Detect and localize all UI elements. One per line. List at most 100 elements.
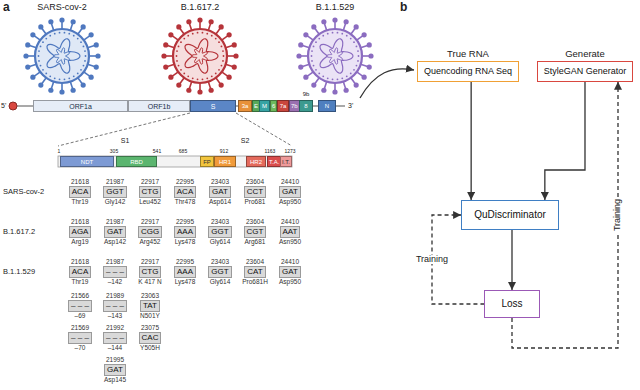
- codon-text: ACA: [174, 186, 196, 198]
- codon-box: 23403GATAsp614: [209, 178, 231, 206]
- membrane-protein: [206, 33, 208, 35]
- process-box: QuDiscriminator: [461, 200, 559, 230]
- codon-box: 21566– – ––69: [68, 292, 92, 320]
- codon-box: 21618ACAThr19: [69, 258, 91, 286]
- segment-label: FP: [203, 159, 211, 165]
- membrane-protein: [73, 35, 75, 37]
- amino-acid: Asp950: [279, 198, 301, 206]
- membrane-protein: [221, 46, 223, 48]
- amino-acid: –144: [108, 344, 122, 352]
- position-number: 21987: [106, 258, 124, 266]
- position-number: 24410: [281, 218, 299, 226]
- part-label: S2: [241, 137, 250, 145]
- membrane-protein: [38, 50, 40, 52]
- membrane-protein: [180, 41, 182, 43]
- membrane-protein: [183, 38, 185, 40]
- position-number: 23604: [246, 258, 264, 266]
- spike-head: [209, 19, 214, 24]
- amino-acid: Y505H: [140, 344, 160, 352]
- membrane-protein: [211, 35, 213, 37]
- spike-head: [197, 89, 202, 94]
- spike-head: [186, 88, 191, 93]
- membrane-protein: [341, 33, 343, 35]
- spike-head: [30, 75, 35, 80]
- membrane-protein: [176, 55, 178, 57]
- spike-head: [48, 88, 53, 93]
- amino-acid: Asp145: [104, 376, 126, 384]
- spike-head: [48, 19, 53, 24]
- zoom-line: [58, 113, 190, 146]
- membrane-protein: [332, 32, 334, 34]
- residue-number: 685: [179, 149, 187, 155]
- spike-domain: HR2: [246, 156, 266, 167]
- membrane-protein: [42, 69, 44, 71]
- virus-illustration: [23, 17, 100, 94]
- spike-head: [59, 89, 64, 94]
- membrane-protein: [64, 32, 66, 34]
- residue-number: 1273: [284, 149, 295, 155]
- part-label: 9b: [303, 91, 310, 98]
- segment-label: M: [262, 103, 267, 109]
- codon-box: 22917CTGK 417 N: [138, 258, 162, 286]
- position-number: 23075: [141, 324, 159, 332]
- segment-label: I.T.: [282, 159, 290, 165]
- membrane-protein: [337, 78, 339, 80]
- membrane-protein: [222, 60, 224, 62]
- segment-label: NDT: [81, 159, 93, 165]
- virus-envelope: [308, 29, 362, 83]
- spike-head: [367, 42, 372, 47]
- spike-head: [321, 19, 326, 24]
- membrane-protein: [311, 60, 313, 62]
- codon-text: AAT: [280, 226, 301, 238]
- membrane-protein: [49, 75, 51, 77]
- membrane-protein: [45, 73, 47, 75]
- panel-letter: b: [400, 1, 407, 14]
- membrane-protein: [192, 33, 194, 35]
- membrane-protein: [197, 32, 199, 34]
- codon-text: – – –: [103, 332, 127, 344]
- position-number: 21566: [71, 292, 89, 300]
- amino-acid: Asp950: [279, 278, 301, 286]
- part-label: S1: [121, 137, 130, 145]
- membrane-protein: [221, 65, 223, 67]
- membrane-protein: [353, 41, 355, 43]
- position-number: 23403: [211, 218, 229, 226]
- spike-head: [219, 83, 224, 88]
- membrane-protein: [341, 77, 343, 79]
- amino-acid: Gly142: [105, 198, 126, 206]
- codon-box: 21987GATAsp142: [104, 218, 126, 246]
- membrane-protein: [202, 32, 204, 34]
- spike-head: [176, 83, 181, 88]
- amino-acid: Pro681: [245, 198, 266, 206]
- process-box: Loss: [484, 290, 539, 318]
- residue-number: 541: [153, 149, 161, 155]
- membrane-protein: [187, 75, 189, 77]
- segment-label: RBD: [130, 159, 143, 165]
- membrane-protein: [350, 38, 352, 40]
- spike-head: [186, 19, 191, 24]
- box-text: Loss: [484, 290, 539, 318]
- spike-head: [81, 24, 86, 29]
- amino-acid: Thr19: [72, 278, 89, 286]
- position-number: 23403: [211, 178, 229, 186]
- genome-segment: N: [318, 100, 336, 112]
- amino-acid: Thr478: [175, 198, 196, 206]
- position-number: 22995: [176, 258, 194, 266]
- spike-head: [232, 65, 237, 70]
- codon-text: GAT: [104, 226, 126, 238]
- membrane-protein: [322, 35, 324, 37]
- segment-label: HR2: [250, 159, 262, 165]
- panel-letter: a: [3, 1, 10, 14]
- position-number: 21618: [71, 178, 89, 186]
- codon-text: AGA: [69, 226, 92, 238]
- segment-label: N: [325, 103, 329, 109]
- spike-head: [227, 32, 232, 37]
- spike-head: [94, 42, 99, 47]
- spike-head: [298, 42, 303, 47]
- membrane-protein: [223, 55, 225, 57]
- spike-head: [38, 24, 43, 29]
- membrane-protein: [54, 33, 56, 35]
- membrane-protein: [327, 77, 329, 79]
- cap-symbol: [9, 102, 17, 110]
- edge-label: Training: [613, 197, 623, 233]
